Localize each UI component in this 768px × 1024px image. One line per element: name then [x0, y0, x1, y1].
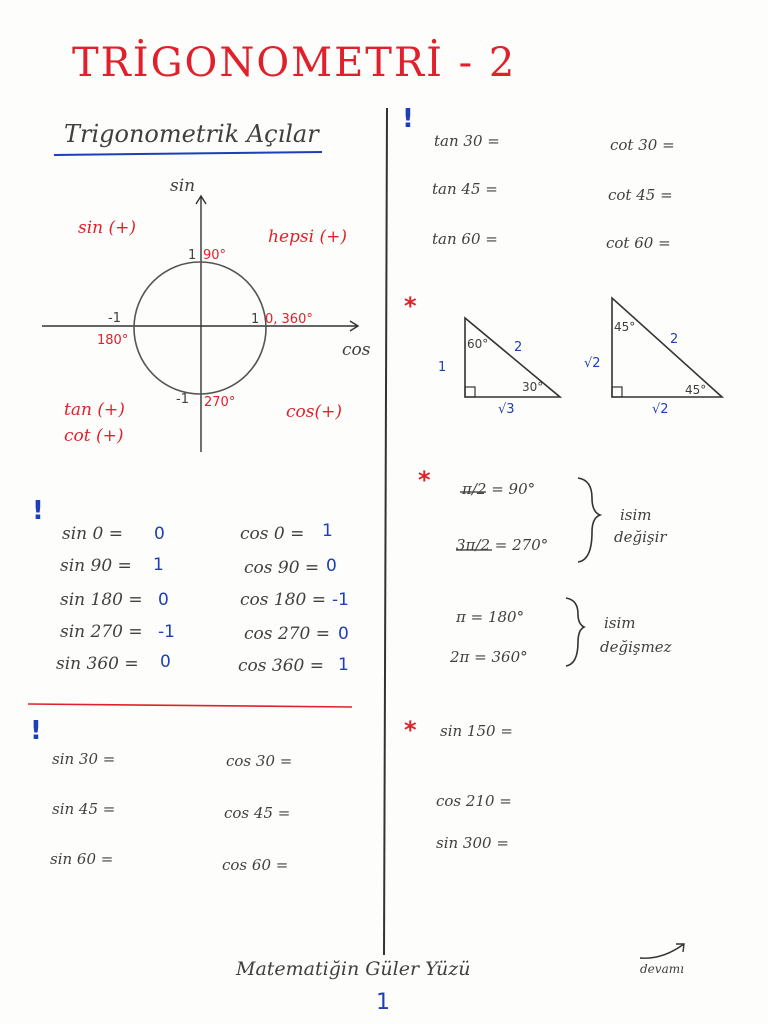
- footer-slogan: Matematiğin Güler Yüzü: [236, 958, 471, 980]
- rule-name-changes-2: değişir: [614, 528, 667, 546]
- tan-60-expr: tan 60 =: [432, 230, 498, 248]
- quadrant-3-tan-label: tan (+): [64, 400, 125, 420]
- heading-underline: [53, 151, 323, 156]
- cos-360-expr: cos 360 =: [238, 656, 324, 676]
- bottom-angle-label: 270°: [204, 395, 236, 410]
- triangle-30-60: [464, 316, 563, 398]
- cos-30-expr: cos 30 =: [226, 752, 293, 770]
- bottom-minus-label: -1: [176, 392, 189, 407]
- sin-0-val: 0: [154, 524, 165, 544]
- cos-axis-arrow: [349, 320, 360, 332]
- cos-270-val: 0: [338, 624, 349, 644]
- sin-0-expr: sin 0 =: [62, 524, 123, 544]
- exclamation-icon: !: [32, 496, 44, 526]
- page-number: 1: [376, 990, 390, 1015]
- cot-30-expr: cot 30 =: [610, 136, 675, 154]
- right-angle-mark-2: [611, 386, 623, 398]
- top-one-label: 1: [188, 248, 197, 263]
- triangle1-hypotenuse: 2: [514, 340, 523, 355]
- cos-180-expr: cos 180 =: [240, 590, 326, 610]
- triangle1-bottom-side: √3: [498, 402, 515, 417]
- cos-90-expr: cos 90 =: [244, 558, 320, 578]
- cos-360-val: 1: [338, 655, 349, 675]
- sin-60-expr: sin 60 =: [50, 850, 114, 868]
- cos-270-expr: cos 270 =: [244, 624, 330, 644]
- sin-270-val: -1: [158, 622, 175, 642]
- rule-name-changes-1: isim: [620, 506, 652, 524]
- page-title: TRİGONOMETRİ - 2: [72, 40, 517, 86]
- quadrant-1-label: hepsi (+): [268, 227, 347, 247]
- cot-45-expr: cot 45 =: [608, 186, 673, 204]
- vertical-divider: [383, 107, 388, 956]
- rule-two-pi: 2π = 360°: [450, 648, 528, 666]
- cos-axis-label: cos: [342, 340, 371, 360]
- quadrant-4-label: cos(+): [286, 402, 342, 422]
- continue-arrow-head: [676, 943, 685, 953]
- triangle-45-45: [611, 296, 725, 398]
- right-angle-label: 0, 360°: [265, 312, 313, 327]
- continue-label: devamı: [640, 962, 684, 976]
- sin-30-expr: sin 30 =: [52, 750, 116, 768]
- sin-270-expr: sin 270 =: [60, 622, 143, 642]
- triangle2-top-angle: 45°: [614, 320, 636, 334]
- triangle1-left-side: 1: [438, 360, 447, 375]
- right-angle-mark-1: [464, 386, 476, 398]
- sin-90-val: 1: [153, 555, 164, 575]
- sin-360-expr: sin 360 =: [56, 654, 139, 674]
- right-one-label: 1: [251, 312, 260, 327]
- sin-180-val: 0: [158, 590, 169, 610]
- triangle1-right-angle: 30°: [522, 380, 544, 394]
- asterisk-icon: *: [418, 466, 431, 494]
- rule-pi-half: π/2 = 90°: [462, 480, 536, 498]
- sin-180-expr: sin 180 =: [60, 590, 143, 610]
- exclamation-icon: !: [30, 716, 42, 746]
- asterisk-icon: *: [404, 292, 417, 320]
- cos-90-val: 0: [326, 556, 337, 576]
- triangle2-right-angle: 45°: [685, 383, 707, 397]
- left-angle-label: 180°: [97, 333, 129, 348]
- sin-360-val: 0: [160, 652, 171, 672]
- rule-three-pi-half: 3π/2 = 270°: [456, 536, 549, 554]
- continue-arrow: [639, 943, 685, 959]
- sin-axis-label: sin: [170, 176, 196, 196]
- brace-isim-degismez: [565, 597, 586, 667]
- unit-circle: [133, 261, 267, 395]
- cos-60-expr: cos 60 =: [222, 856, 289, 874]
- cos-180-val: -1: [332, 590, 349, 610]
- cos-0-val: 1: [322, 521, 333, 541]
- tan-45-expr: tan 45 =: [432, 180, 498, 198]
- quadrant-2-label: sin (+): [78, 218, 137, 238]
- triangle2-left-side: √2: [584, 356, 601, 371]
- rule-name-unchanged-1: isim: [604, 614, 636, 632]
- sin-45-expr: sin 45 =: [52, 800, 116, 818]
- tan-30-expr: tan 30 =: [434, 132, 500, 150]
- section-divider: [27, 703, 353, 708]
- exercise-sin-300: sin 300 =: [436, 834, 509, 852]
- rule-name-unchanged-2: değişmez: [600, 638, 672, 656]
- cos-0-expr: cos 0 =: [240, 524, 305, 544]
- rule-pi: π = 180°: [456, 608, 525, 626]
- triangle2-bottom-side: √2: [652, 402, 669, 417]
- sin-axis-arrow: [195, 194, 207, 205]
- triangle2-hypotenuse: 2: [670, 332, 679, 347]
- quadrant-3-cot-label: cot (+): [64, 426, 124, 446]
- top-angle-label: 90°: [203, 248, 227, 263]
- asterisk-icon: *: [404, 716, 417, 744]
- exercise-cos-210: cos 210 =: [436, 792, 512, 810]
- cot-60-expr: cot 60 =: [606, 234, 671, 252]
- cos-45-expr: cos 45 =: [224, 804, 291, 822]
- left-minus-label: -1: [108, 311, 121, 326]
- exclamation-icon: !: [402, 104, 414, 134]
- brace-isim-degisir: [577, 477, 603, 563]
- triangle1-top-angle: 60°: [467, 337, 489, 351]
- sin-90-expr: sin 90 =: [60, 556, 132, 576]
- section-heading: Trigonometrik Açılar: [64, 120, 319, 148]
- exercise-sin-150: sin 150 =: [440, 722, 513, 740]
